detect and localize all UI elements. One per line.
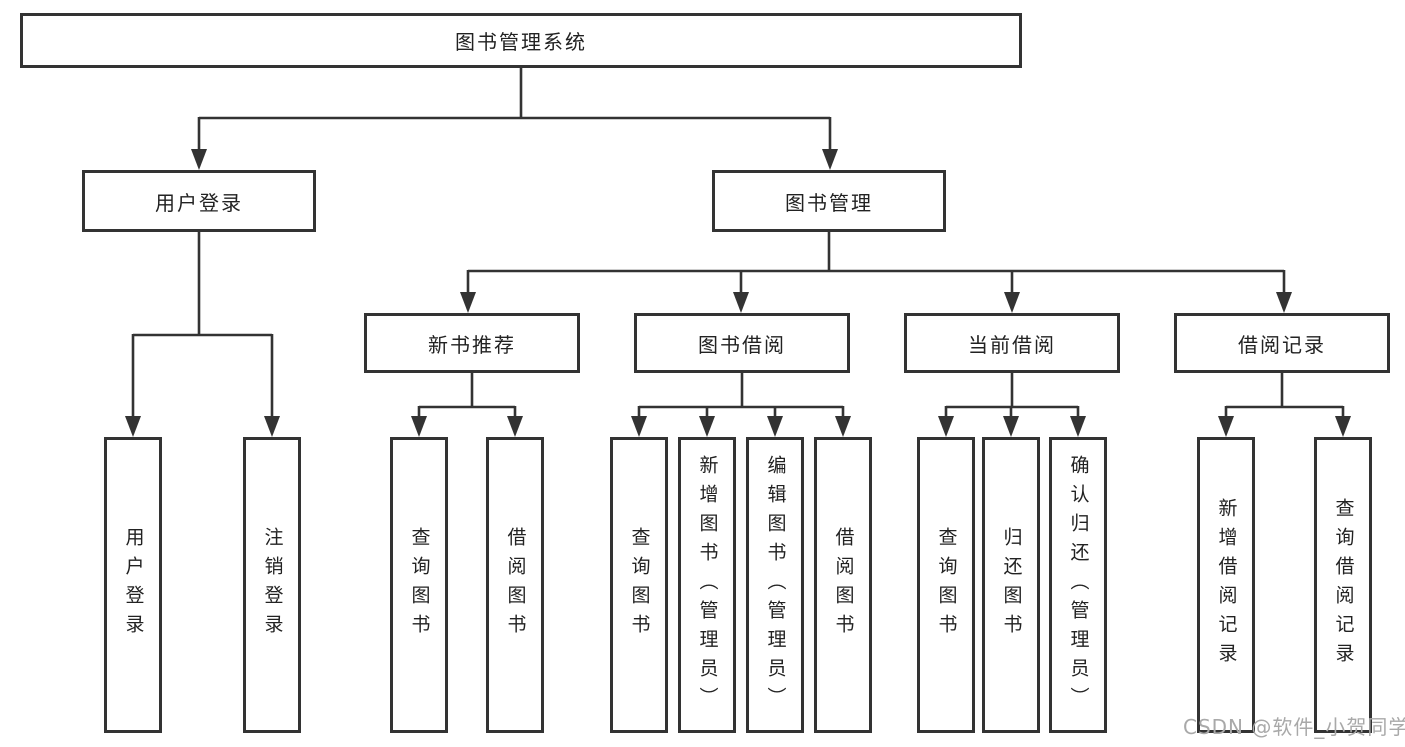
leaf-edit-books-admin: 编辑图书（管理员） xyxy=(746,437,804,733)
arrowhead xyxy=(938,416,954,437)
wire-user-login-to-leaves xyxy=(125,232,280,437)
arrowhead xyxy=(1218,416,1234,437)
wire-current-borrowing-to-leaves xyxy=(938,373,1086,437)
leaf-add-borrow-record: 新增借阅记录 xyxy=(1197,437,1255,733)
arrowhead xyxy=(733,292,749,313)
arrowhead xyxy=(699,416,715,437)
leaf-borrow-books-recommend: 借阅图书 xyxy=(486,437,544,733)
arrowhead xyxy=(1335,416,1351,437)
leaf-add-books-admin: 新增图书（管理员） xyxy=(678,437,736,733)
arrowhead xyxy=(1070,416,1086,437)
arrowhead xyxy=(411,416,427,437)
leaf-borrow-books-borrowing: 借阅图书 xyxy=(814,437,872,733)
arrowhead xyxy=(822,149,838,170)
wire-book-management-to-level3 xyxy=(460,232,1292,313)
leaf-confirm-return-admin: 确认归还（管理员） xyxy=(1049,437,1107,733)
arrowhead xyxy=(631,416,647,437)
node-borrowing-records: 借阅记录 xyxy=(1174,313,1390,373)
wire-root-to-level2 xyxy=(191,68,838,170)
leaf-query-books-borrowing: 查询图书 xyxy=(610,437,668,733)
arrowhead xyxy=(1003,416,1019,437)
node-current-borrowing: 当前借阅 xyxy=(904,313,1120,373)
arrowhead xyxy=(767,416,783,437)
node-book-management: 图书管理 xyxy=(712,170,946,232)
wire-book-borrowing-to-leaves xyxy=(631,373,851,437)
arrowhead xyxy=(835,416,851,437)
leaf-logout: 注销登录 xyxy=(243,437,301,733)
arrowhead xyxy=(125,416,141,437)
leaf-query-books-recommend: 查询图书 xyxy=(390,437,448,733)
node-library-system: 图书管理系统 xyxy=(20,13,1022,68)
node-new-book-recommend: 新书推荐 xyxy=(364,313,580,373)
wire-borrowing-records-to-leaves xyxy=(1218,373,1351,437)
csdn-watermark: CSDN @软件_小贺同学 xyxy=(1183,715,1405,739)
leaf-user-login: 用户登录 xyxy=(104,437,162,733)
leaf-return-books: 归还图书 xyxy=(982,437,1040,733)
arrowhead xyxy=(1004,292,1020,313)
arrowhead xyxy=(264,416,280,437)
node-user-login: 用户登录 xyxy=(82,170,316,232)
leaf-query-books-current: 查询图书 xyxy=(917,437,975,733)
arrowhead xyxy=(1276,292,1292,313)
arrowhead xyxy=(191,149,207,170)
node-book-borrowing: 图书借阅 xyxy=(634,313,850,373)
wire-new-book-recommend-to-leaves xyxy=(411,373,523,437)
leaf-query-borrow-record: 查询借阅记录 xyxy=(1314,437,1372,733)
arrowhead xyxy=(460,292,476,313)
arrowhead xyxy=(507,416,523,437)
